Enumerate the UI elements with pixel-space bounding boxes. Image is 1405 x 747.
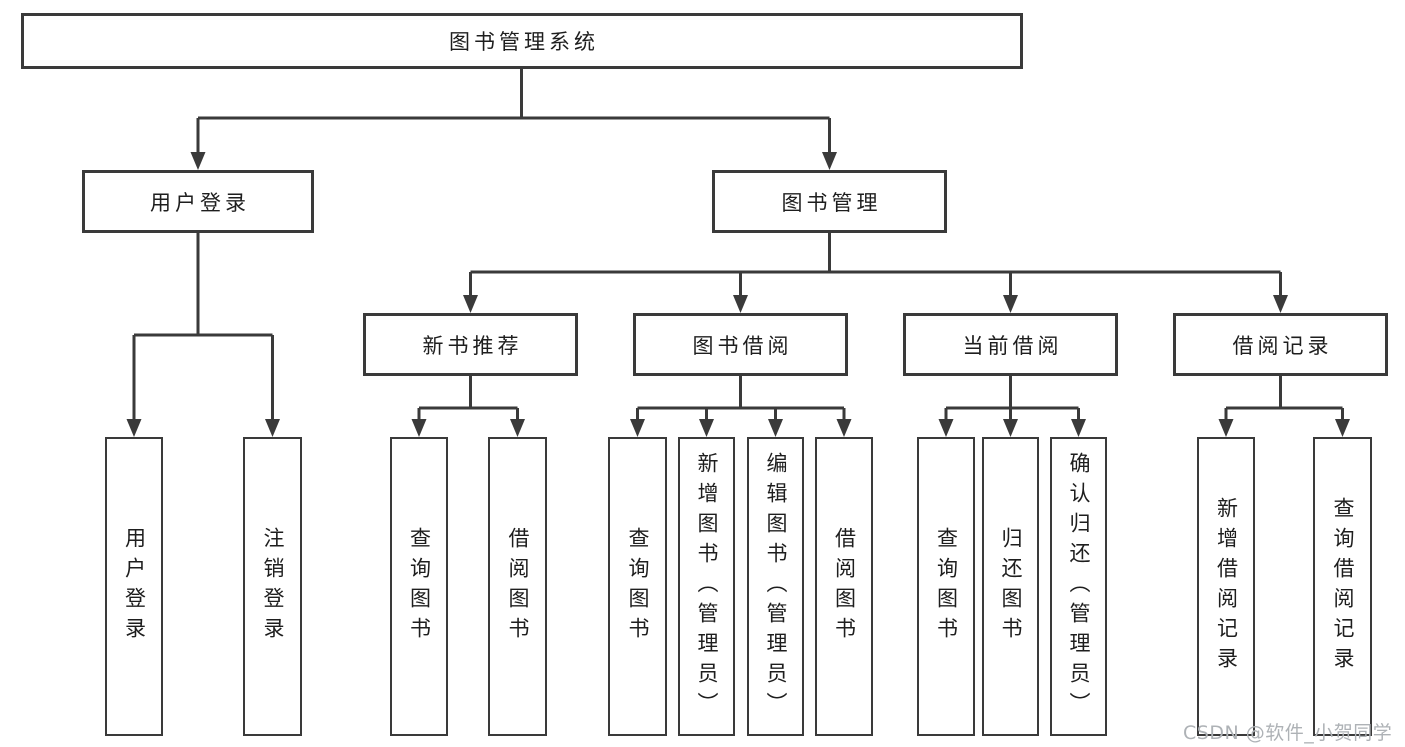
node-label: 当前借阅 (962, 333, 1063, 358)
arrow-down-icon (126, 419, 142, 437)
leaf-edit-books-admin: 编辑图书（管理员） (747, 437, 804, 736)
arrow-down-icon (1003, 419, 1018, 437)
arrow-down-icon (768, 419, 783, 437)
arrow-down-icon (1071, 419, 1086, 437)
node-label: 确认归还（管理员） (1067, 451, 1091, 722)
node-label: 查询图书 (626, 526, 650, 647)
arrow-down-icon (822, 152, 837, 170)
node-label: 查询借阅记录 (1331, 496, 1355, 677)
node-label: 编辑图书（管理员） (764, 451, 788, 722)
arrow-down-icon (411, 419, 427, 437)
node-label: 用户登录 (122, 526, 147, 647)
node-label: 新增借阅记录 (1214, 496, 1239, 677)
node-label: 归还图书 (999, 526, 1023, 647)
node-borrow-records: 借阅记录 (1173, 313, 1388, 376)
csdn-watermark: CSDN @软件_小贺同学 (1183, 722, 1393, 744)
leaf-borrow-books: 借阅图书 (815, 437, 873, 736)
node-label: 注销登录 (261, 526, 285, 647)
leaf-user-login: 用户登录 (105, 437, 163, 736)
arrow-down-icon (1335, 419, 1350, 437)
node-book-borrow: 图书借阅 (633, 313, 848, 376)
node-label: 借阅图书 (506, 526, 530, 647)
leaf-return-books: 归还图书 (982, 437, 1039, 736)
leaf-query-books-current: 查询图书 (917, 437, 975, 736)
node-label: 图书借阅 (692, 333, 793, 358)
node-root-library-system: 图书管理系统 (21, 13, 1023, 69)
arrow-down-icon (630, 419, 645, 437)
node-current-borrow: 当前借阅 (903, 313, 1118, 376)
node-label: 借阅记录 (1232, 333, 1333, 358)
node-label: 图书管理 (781, 190, 882, 215)
node-user-login: 用户登录 (82, 170, 314, 233)
leaf-logout: 注销登录 (243, 437, 302, 736)
arrow-down-icon (1273, 295, 1288, 313)
leaf-query-books-borrow: 查询图书 (608, 437, 667, 736)
arrow-down-icon (463, 295, 478, 313)
node-label: 查询图书 (407, 526, 432, 647)
arrow-down-icon (510, 419, 525, 437)
leaf-borrow-books-recommend: 借阅图书 (488, 437, 547, 736)
leaf-add-books-admin: 新增图书（管理员） (678, 437, 735, 736)
arrow-down-icon (938, 419, 954, 437)
arrow-down-icon (190, 152, 206, 170)
node-label: 借阅图书 (832, 526, 857, 647)
node-book-management: 图书管理 (712, 170, 947, 233)
arrow-down-icon (1218, 419, 1234, 437)
leaf-add-borrow-record: 新增借阅记录 (1197, 437, 1255, 736)
node-label: 新书推荐 (422, 333, 523, 358)
arrow-down-icon (265, 419, 280, 437)
leaf-confirm-return-admin: 确认归还（管理员） (1050, 437, 1107, 736)
arrow-down-icon (699, 419, 714, 437)
node-label: 图书管理系统 (449, 30, 599, 54)
node-new-book-recommend: 新书推荐 (363, 313, 578, 376)
leaf-query-books-recommend: 查询图书 (390, 437, 448, 736)
arrow-down-icon (1003, 295, 1018, 313)
node-label: 用户登录 (150, 190, 250, 215)
leaf-query-borrow-record: 查询借阅记录 (1313, 437, 1372, 736)
node-label: 查询图书 (934, 526, 959, 647)
arrow-down-icon (836, 419, 852, 437)
arrow-down-icon (733, 295, 748, 313)
node-label: 新增图书（管理员） (695, 451, 719, 722)
